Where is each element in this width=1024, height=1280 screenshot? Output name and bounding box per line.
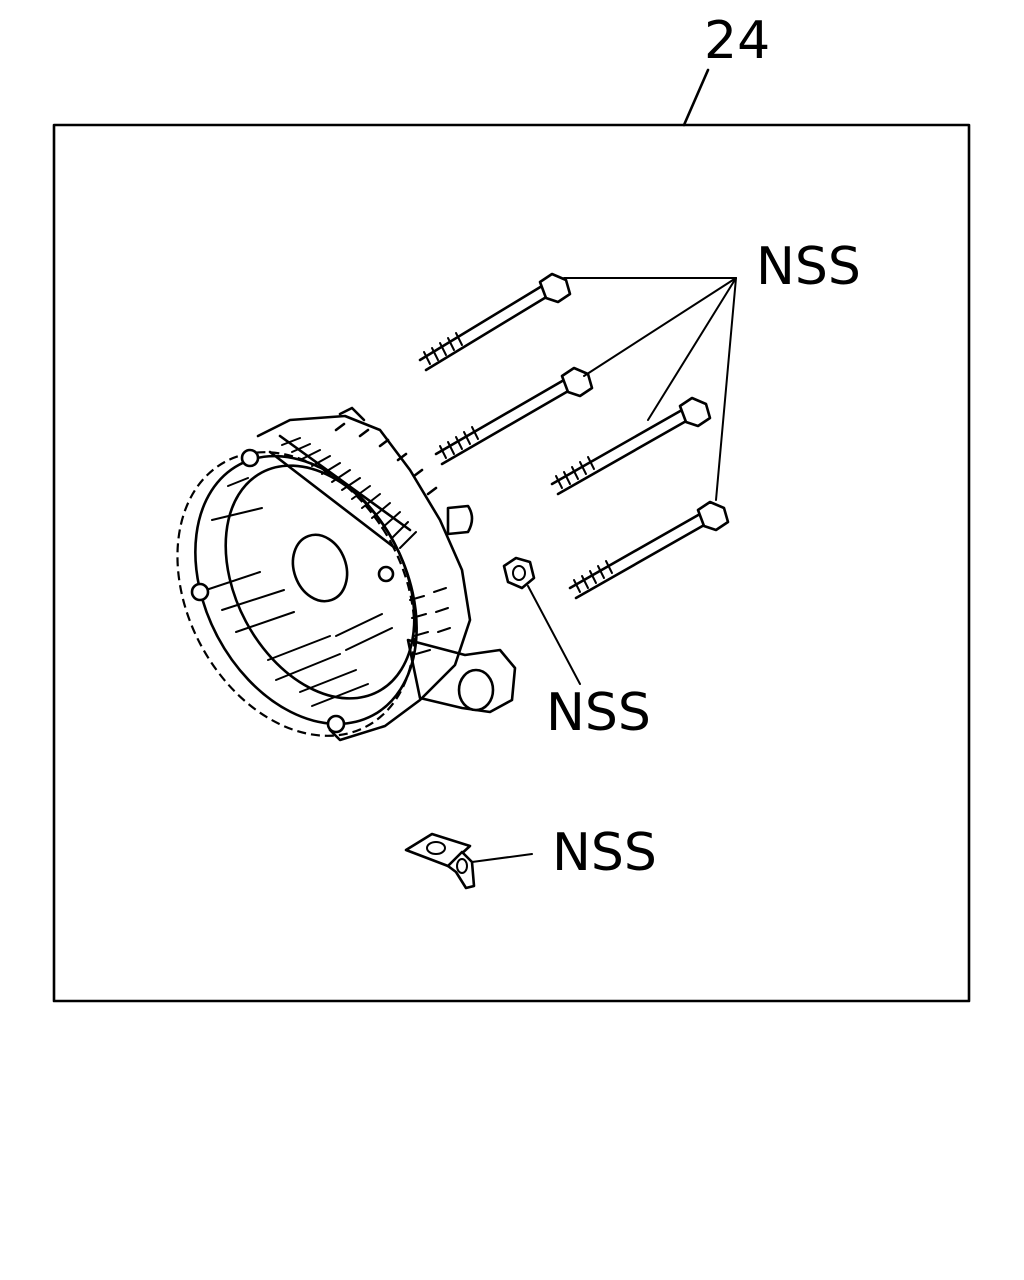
assembly-number-label: 24 xyxy=(704,11,770,71)
through-bolt-4 xyxy=(568,500,730,600)
assembly-leader-line xyxy=(682,68,710,127)
through-bolt-2 xyxy=(434,366,594,466)
nut-leader-line xyxy=(527,585,581,685)
diagram-frame xyxy=(52,123,971,1003)
bracket-leader-line xyxy=(471,853,533,863)
bracket xyxy=(404,832,476,890)
through-bolt-1 xyxy=(418,272,572,372)
end-housing xyxy=(176,406,517,742)
nut-label: NSS xyxy=(546,683,651,743)
nut xyxy=(502,556,536,590)
bracket-label: NSS xyxy=(552,823,657,883)
bolts-leader-lines xyxy=(563,277,737,501)
through-bolt-3 xyxy=(550,396,712,496)
bolts-label: NSS xyxy=(756,237,861,297)
